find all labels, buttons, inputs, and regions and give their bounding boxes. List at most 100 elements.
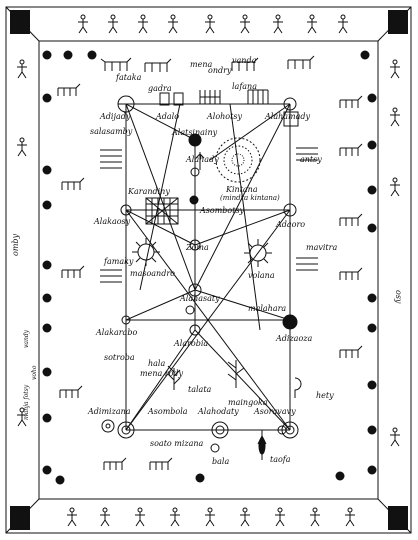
label-mindra-kintana: (mindra kintana)	[220, 194, 280, 202]
sun-icon	[132, 238, 160, 266]
figure-icon	[275, 507, 285, 527]
corner-block-br	[388, 506, 408, 530]
label-mavitra: mavitra	[306, 243, 337, 252]
dot	[42, 367, 52, 377]
label-maingoka: maingoka	[228, 398, 268, 407]
label-alahamady: Alahamady	[264, 112, 311, 121]
figure-icon	[240, 507, 250, 527]
label-mena: mena	[190, 60, 212, 69]
label-zoma: Zoma	[185, 243, 209, 252]
tree-icon	[167, 365, 181, 390]
dot	[367, 140, 377, 150]
zebu-icon	[287, 55, 315, 69]
label-ondry: ondry	[208, 66, 232, 75]
zebu-icon	[100, 57, 132, 71]
zebu-icon	[103, 457, 127, 470]
figure-icon	[138, 14, 148, 34]
figure-icon	[338, 14, 348, 34]
corner-block-tl	[10, 10, 30, 34]
label-adimizana: Adimizana	[87, 407, 131, 416]
figure-icon	[17, 137, 27, 157]
label-salasamby: salasamby	[90, 127, 133, 136]
zebu-icon	[149, 457, 173, 470]
dot	[42, 413, 52, 423]
figure-icon	[170, 507, 180, 527]
label-famaky: famaky	[103, 257, 134, 266]
dot	[42, 165, 52, 175]
spiral-icon	[101, 419, 115, 433]
label-taofa: taofa	[270, 455, 291, 464]
label-lafana: lafana	[232, 82, 257, 91]
label-voho: voho	[31, 365, 38, 380]
node-asoravavy	[281, 421, 299, 439]
label-gadra: gadra	[148, 84, 172, 93]
figure-icon	[310, 507, 320, 527]
node-adaoro	[283, 203, 297, 217]
dot	[87, 50, 97, 60]
labels: fataka gadra lafana ondry mena vanda Adi…	[11, 56, 403, 466]
node-alahamady	[283, 97, 297, 111]
node-alakarabo	[121, 315, 131, 325]
label-alahasaty: Alahasaty	[179, 294, 220, 303]
dot	[42, 93, 52, 103]
label-adalo: Adalo	[155, 112, 179, 121]
border-dots	[42, 50, 377, 485]
figure-icon	[390, 59, 400, 79]
label-sotroba: sotroba	[104, 353, 135, 362]
figure-icon	[273, 14, 283, 34]
dot	[42, 465, 52, 475]
label-alakarabo: Alakarabo	[95, 328, 137, 337]
bala-icon	[210, 443, 220, 453]
zebu-icon	[57, 83, 81, 96]
border-animals	[57, 55, 363, 470]
outer-border	[5, 6, 412, 534]
node-alarobia	[189, 324, 201, 336]
karandiny-box	[145, 197, 179, 225]
dot	[367, 93, 377, 103]
zebu-icon	[61, 177, 85, 190]
figure-icon	[17, 59, 27, 79]
hook-icon	[294, 377, 302, 398]
node-small	[190, 167, 200, 177]
figure-icon	[100, 507, 110, 527]
dot	[367, 425, 377, 435]
dot	[195, 473, 205, 483]
dot	[42, 323, 52, 333]
frame-icon	[283, 111, 299, 127]
figure-icon	[307, 14, 317, 34]
figure-icon	[168, 14, 178, 34]
target-icon	[185, 305, 195, 315]
figure-icon	[390, 427, 400, 447]
kintana-circle	[215, 137, 261, 183]
label-hala: hala	[148, 359, 165, 368]
label-soato-mizana: soato mizana	[150, 439, 204, 448]
figure-icon	[67, 507, 77, 527]
dot	[42, 50, 52, 60]
dot	[367, 323, 377, 333]
label-alarobia: Alarobia	[173, 339, 208, 348]
zebu-icon	[231, 57, 259, 71]
dot	[55, 475, 65, 485]
tree-icon	[227, 360, 245, 388]
zebu-icon	[339, 267, 363, 280]
label-antsy: antsy	[300, 155, 322, 164]
figure-icon	[78, 14, 88, 34]
figure-icon	[17, 407, 27, 427]
symbol-icons	[101, 111, 302, 460]
moon-icon	[244, 239, 272, 267]
node-alahasaty	[188, 283, 202, 297]
dot	[63, 50, 73, 60]
node-zoma	[189, 239, 201, 251]
connection-lines	[125, 103, 291, 431]
dot	[42, 293, 52, 303]
dot	[367, 293, 377, 303]
figure-icon	[205, 14, 215, 34]
figure-icon	[108, 14, 118, 34]
label-talata: talata	[188, 385, 212, 394]
node-alahady	[188, 133, 202, 147]
ladder-glyphs	[100, 89, 318, 283]
node-adimizana	[117, 421, 135, 439]
spear-icon	[257, 430, 267, 460]
dot	[367, 380, 377, 390]
